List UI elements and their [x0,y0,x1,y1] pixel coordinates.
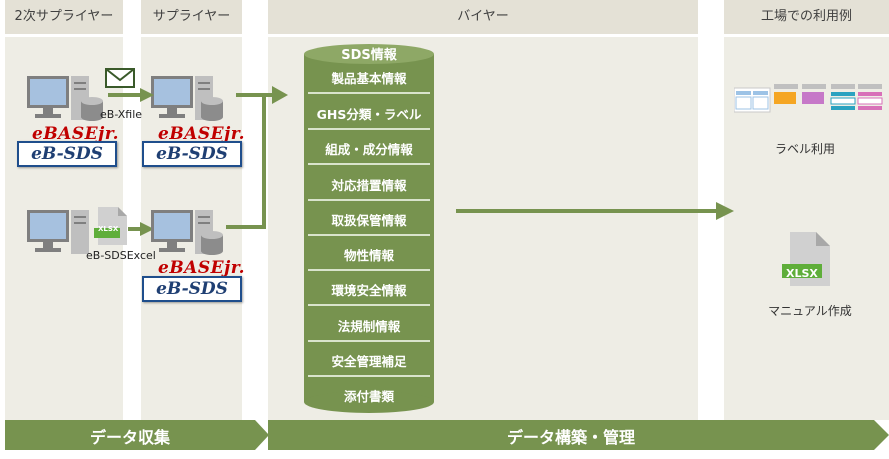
eb-sds-logo: eB-SDS [17,141,117,167]
sds-item: 製品基本情報 [331,71,407,86]
ebase-logo: eBASEjr. [32,124,120,144]
divider [308,375,430,377]
divider [308,199,430,201]
build-band-label: データ構築・管理 [506,428,635,447]
eb-sds-logo: eB-SDS [142,276,242,302]
sds-item: 添付書類 [343,389,394,404]
database-icon [201,97,223,121]
sds-excel-label: eB-SDSExcel [86,249,156,262]
divider [308,340,430,342]
xlsx-file-icon [94,207,127,245]
supplier-to-buyer-arrow [226,86,288,229]
xlsx-big-label: XLSX [786,267,818,280]
label-use-caption: ラベル利用 [774,142,835,156]
sds-cylinder: SDS情報 製品基本情報 GHS分類・ラベル 組成・成分情報 対応措置情報 取扱… [304,44,434,414]
arrow-icon [108,88,154,102]
envelope-icon [105,68,135,88]
sds-item: 法規制情報 [337,319,401,334]
computer-icon [151,76,213,120]
column-header-buyer: バイヤー [268,0,698,34]
cylinder-title: SDS情報 [341,48,397,63]
sds-item: 環境安全情報 [331,283,407,298]
computer-icon [27,210,89,254]
collect-band-label: データ収集 [89,428,170,447]
database-icon [81,97,103,121]
sds-item: 安全管理補足 [331,354,407,369]
sds-item: 物性情報 [343,248,394,263]
sds-item: GHS分類・ラベル [316,107,422,122]
xlsx-file-icon [782,232,830,286]
divider [308,269,430,271]
sds-item: 取扱保管情報 [331,213,407,228]
sds-item: 対応措置情報 [331,178,407,193]
manual-caption: マニュアル作成 [768,304,852,318]
xlsx-small-label: XLSX [98,225,119,233]
arrow-icon [128,222,154,236]
cylinder-shape [304,44,434,413]
divider [308,92,430,94]
divider [308,163,430,165]
label-sheet-icon [734,84,883,113]
buyer-to-factory-arrow [456,202,734,220]
ebase-logo: eBASEjr. [158,124,246,144]
divider [308,128,430,130]
divider [308,234,430,236]
eb-sds-logo: eB-SDS [142,141,242,167]
column-header-supplier: サプライヤー [141,0,242,34]
sds-item: 組成・成分情報 [325,142,413,157]
ebase-logo: eBASEjr. [158,258,246,278]
database-icon [201,231,223,255]
xfile-label: eB-Xfile [100,108,143,121]
column-header-factory: 工場での利用例 [724,0,889,34]
computer-icon [151,210,213,254]
column-header-tier2-supplier: 2次サプライヤー [5,0,123,34]
collect-band [5,420,269,450]
divider [308,304,430,306]
build-band [268,420,889,450]
